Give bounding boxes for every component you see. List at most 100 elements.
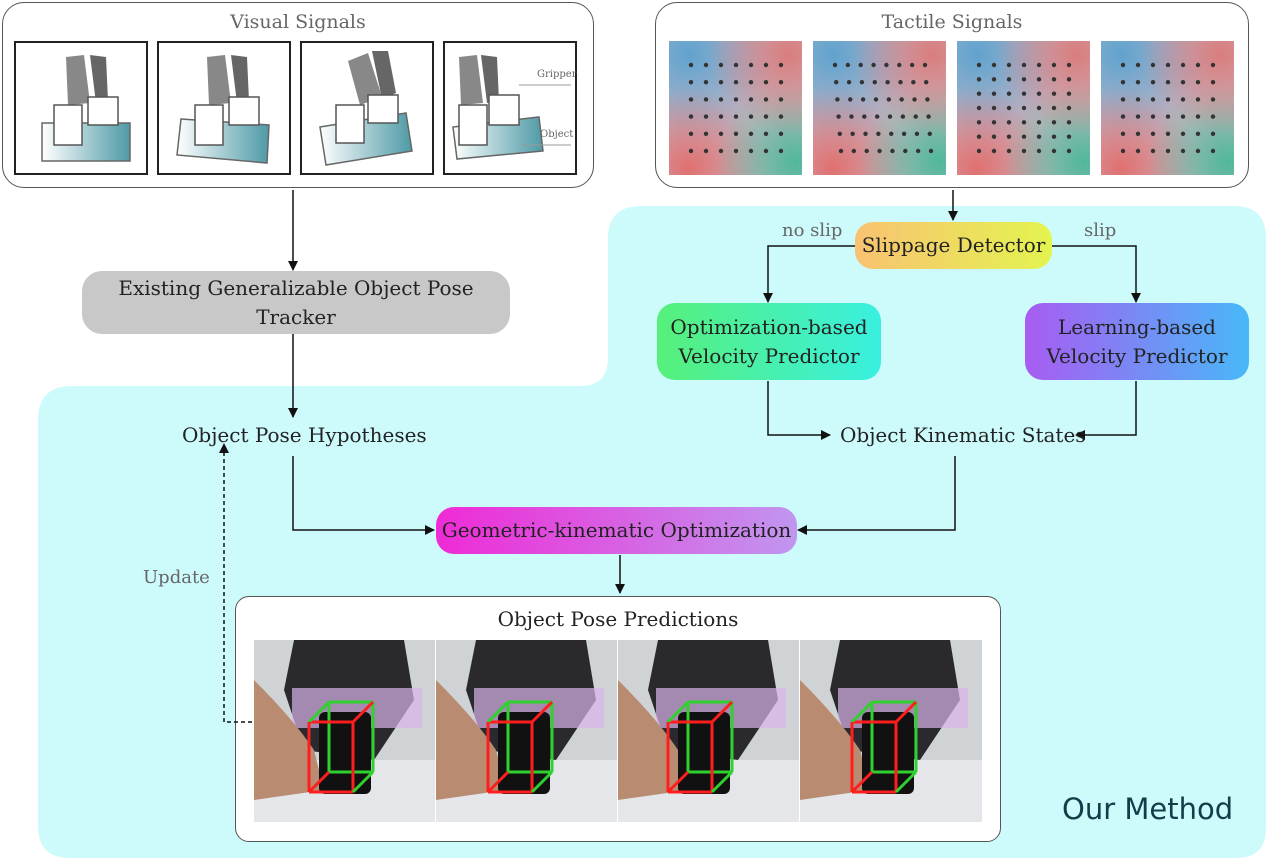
tactile-marker-dot — [733, 114, 739, 119]
tactile-marker-dot — [925, 97, 930, 102]
tactile-marker-dot — [1165, 114, 1171, 119]
tactile-marker-dot — [1150, 97, 1156, 102]
tactile-marker-dot — [859, 80, 865, 85]
tactile-marker-dot — [860, 97, 866, 102]
tactile-marker-dot — [845, 62, 851, 68]
tactile-marker-dot — [898, 80, 903, 85]
tactile-marker-dot — [1135, 148, 1141, 154]
pose-hypotheses-node: Object Pose Hypotheses — [182, 423, 427, 447]
tactile-marker-dot — [911, 80, 916, 85]
tactile-marker-dot — [915, 148, 921, 154]
tactile-marker-dot — [1120, 131, 1126, 136]
tactile-marker-dot — [837, 131, 842, 136]
tactile-marker-dot — [778, 131, 784, 136]
tactile-marker-dot — [991, 77, 997, 82]
cube-edge — [850, 770, 874, 794]
tactile-marker-dot — [849, 114, 854, 119]
tactile-marker-dot — [1051, 148, 1057, 154]
opt-velocity-line2: Velocity Predictor — [678, 343, 860, 368]
tactile-marker-dot — [1150, 148, 1156, 154]
tactile-marker-dot — [1036, 148, 1042, 154]
tracked-object-photo — [436, 640, 617, 822]
object-label: Object — [540, 129, 574, 140]
tactile-marker-dot — [834, 80, 839, 85]
tactile-marker-dot — [1066, 120, 1072, 125]
tactile-frame-4 — [1101, 41, 1234, 175]
cube-edge — [666, 770, 690, 794]
tactile-marker-dot — [748, 97, 754, 102]
tactile-marker-dot — [928, 148, 934, 154]
cube-edge — [666, 700, 690, 724]
tactile-marker-dot — [1036, 105, 1042, 111]
visual-frame-1 — [14, 41, 148, 175]
arrow-kinematic-to-geo — [797, 456, 956, 535]
tactile-marker-dot — [835, 97, 840, 102]
pose-predictions-title: Object Pose Predictions — [497, 607, 739, 631]
tactile-marker-dot — [884, 62, 889, 68]
visual-signals-title: Visual Signals — [230, 11, 366, 33]
tactile-marker-dot — [1165, 62, 1171, 68]
tactile-marker-dot — [718, 97, 724, 102]
opt-velocity-line1: Optimization-based — [670, 314, 868, 339]
tactile-marker-dot — [763, 131, 769, 136]
tactile-marker-dot — [1195, 114, 1201, 119]
tactile-marker-dot — [1006, 91, 1012, 96]
tactile-marker-dot — [846, 80, 852, 85]
tactile-marker-dot — [703, 62, 709, 68]
cube-edge — [710, 770, 734, 794]
tactile-marker-dot — [991, 148, 997, 154]
tactile-marker-dot — [1120, 80, 1126, 85]
tactile-marker-dot — [991, 134, 997, 139]
tactile-marker-dot — [1195, 148, 1201, 154]
tactile-marker-dot — [1120, 114, 1126, 119]
tactile-marker-dot — [991, 105, 997, 111]
cube-edge — [710, 700, 734, 724]
tactile-marker-dot — [1165, 148, 1171, 154]
tactile-marker-dot — [733, 62, 739, 68]
tactile-marker-dot — [1210, 148, 1216, 154]
tactile-marker-dot — [1006, 120, 1012, 125]
photo-hand — [618, 680, 688, 800]
tactile-marker-dot — [1006, 105, 1012, 111]
tactile-marker-dot — [976, 120, 982, 125]
tactile-marker-dot — [703, 131, 709, 136]
tactile-marker-dot — [858, 62, 863, 68]
cube-edge — [530, 770, 554, 794]
slippage-detector-node: Slippage Detector — [855, 222, 1052, 269]
tactile-marker-dot — [927, 131, 932, 136]
tactile-marker-dot — [864, 148, 869, 154]
tactile-marker-dot — [748, 114, 754, 119]
tactile-marker-dot — [1210, 80, 1216, 85]
tactile-marker-dot — [912, 97, 917, 102]
gripper-object-illustration — [41, 55, 131, 162]
tactile-marker-dot — [913, 114, 918, 119]
tactile-marker-dot — [850, 131, 855, 136]
tactile-marker-dot — [748, 148, 754, 154]
tactile-marker-dot — [877, 148, 882, 154]
tactile-marker-dot — [703, 114, 709, 119]
visual-frame-4: Gripper Object — [443, 41, 577, 175]
tactile-marker-dot — [900, 114, 906, 119]
tactile-marker-dot — [1120, 62, 1126, 68]
tactile-marker-dot — [976, 62, 982, 68]
photo-hand — [254, 680, 324, 800]
tactile-marker-dot — [1066, 105, 1072, 111]
tactile-marker-dot — [718, 62, 724, 68]
tactile-marker-dot — [1036, 77, 1042, 82]
tactile-marker-dot — [748, 62, 754, 68]
tactile-marker-dot — [1195, 80, 1201, 85]
tactile-marker-dot — [873, 97, 879, 102]
tactile-marker-dot — [903, 148, 908, 154]
tactile-marker-dot — [763, 80, 769, 85]
tactile-marker-dot — [1051, 62, 1057, 68]
visual-frame-2 — [157, 41, 291, 175]
tactile-marker-dot — [778, 114, 784, 119]
tactile-marker-dot — [1036, 120, 1042, 125]
tactile-marker-dot — [976, 91, 982, 96]
tactile-marker-dot — [1210, 131, 1216, 136]
cube-edge — [486, 770, 510, 794]
tactile-marker-dot — [976, 134, 982, 139]
tactile-marker-dot — [1120, 97, 1126, 102]
tactile-marker-dot — [1006, 62, 1012, 68]
tactile-marker-dot — [871, 62, 876, 68]
